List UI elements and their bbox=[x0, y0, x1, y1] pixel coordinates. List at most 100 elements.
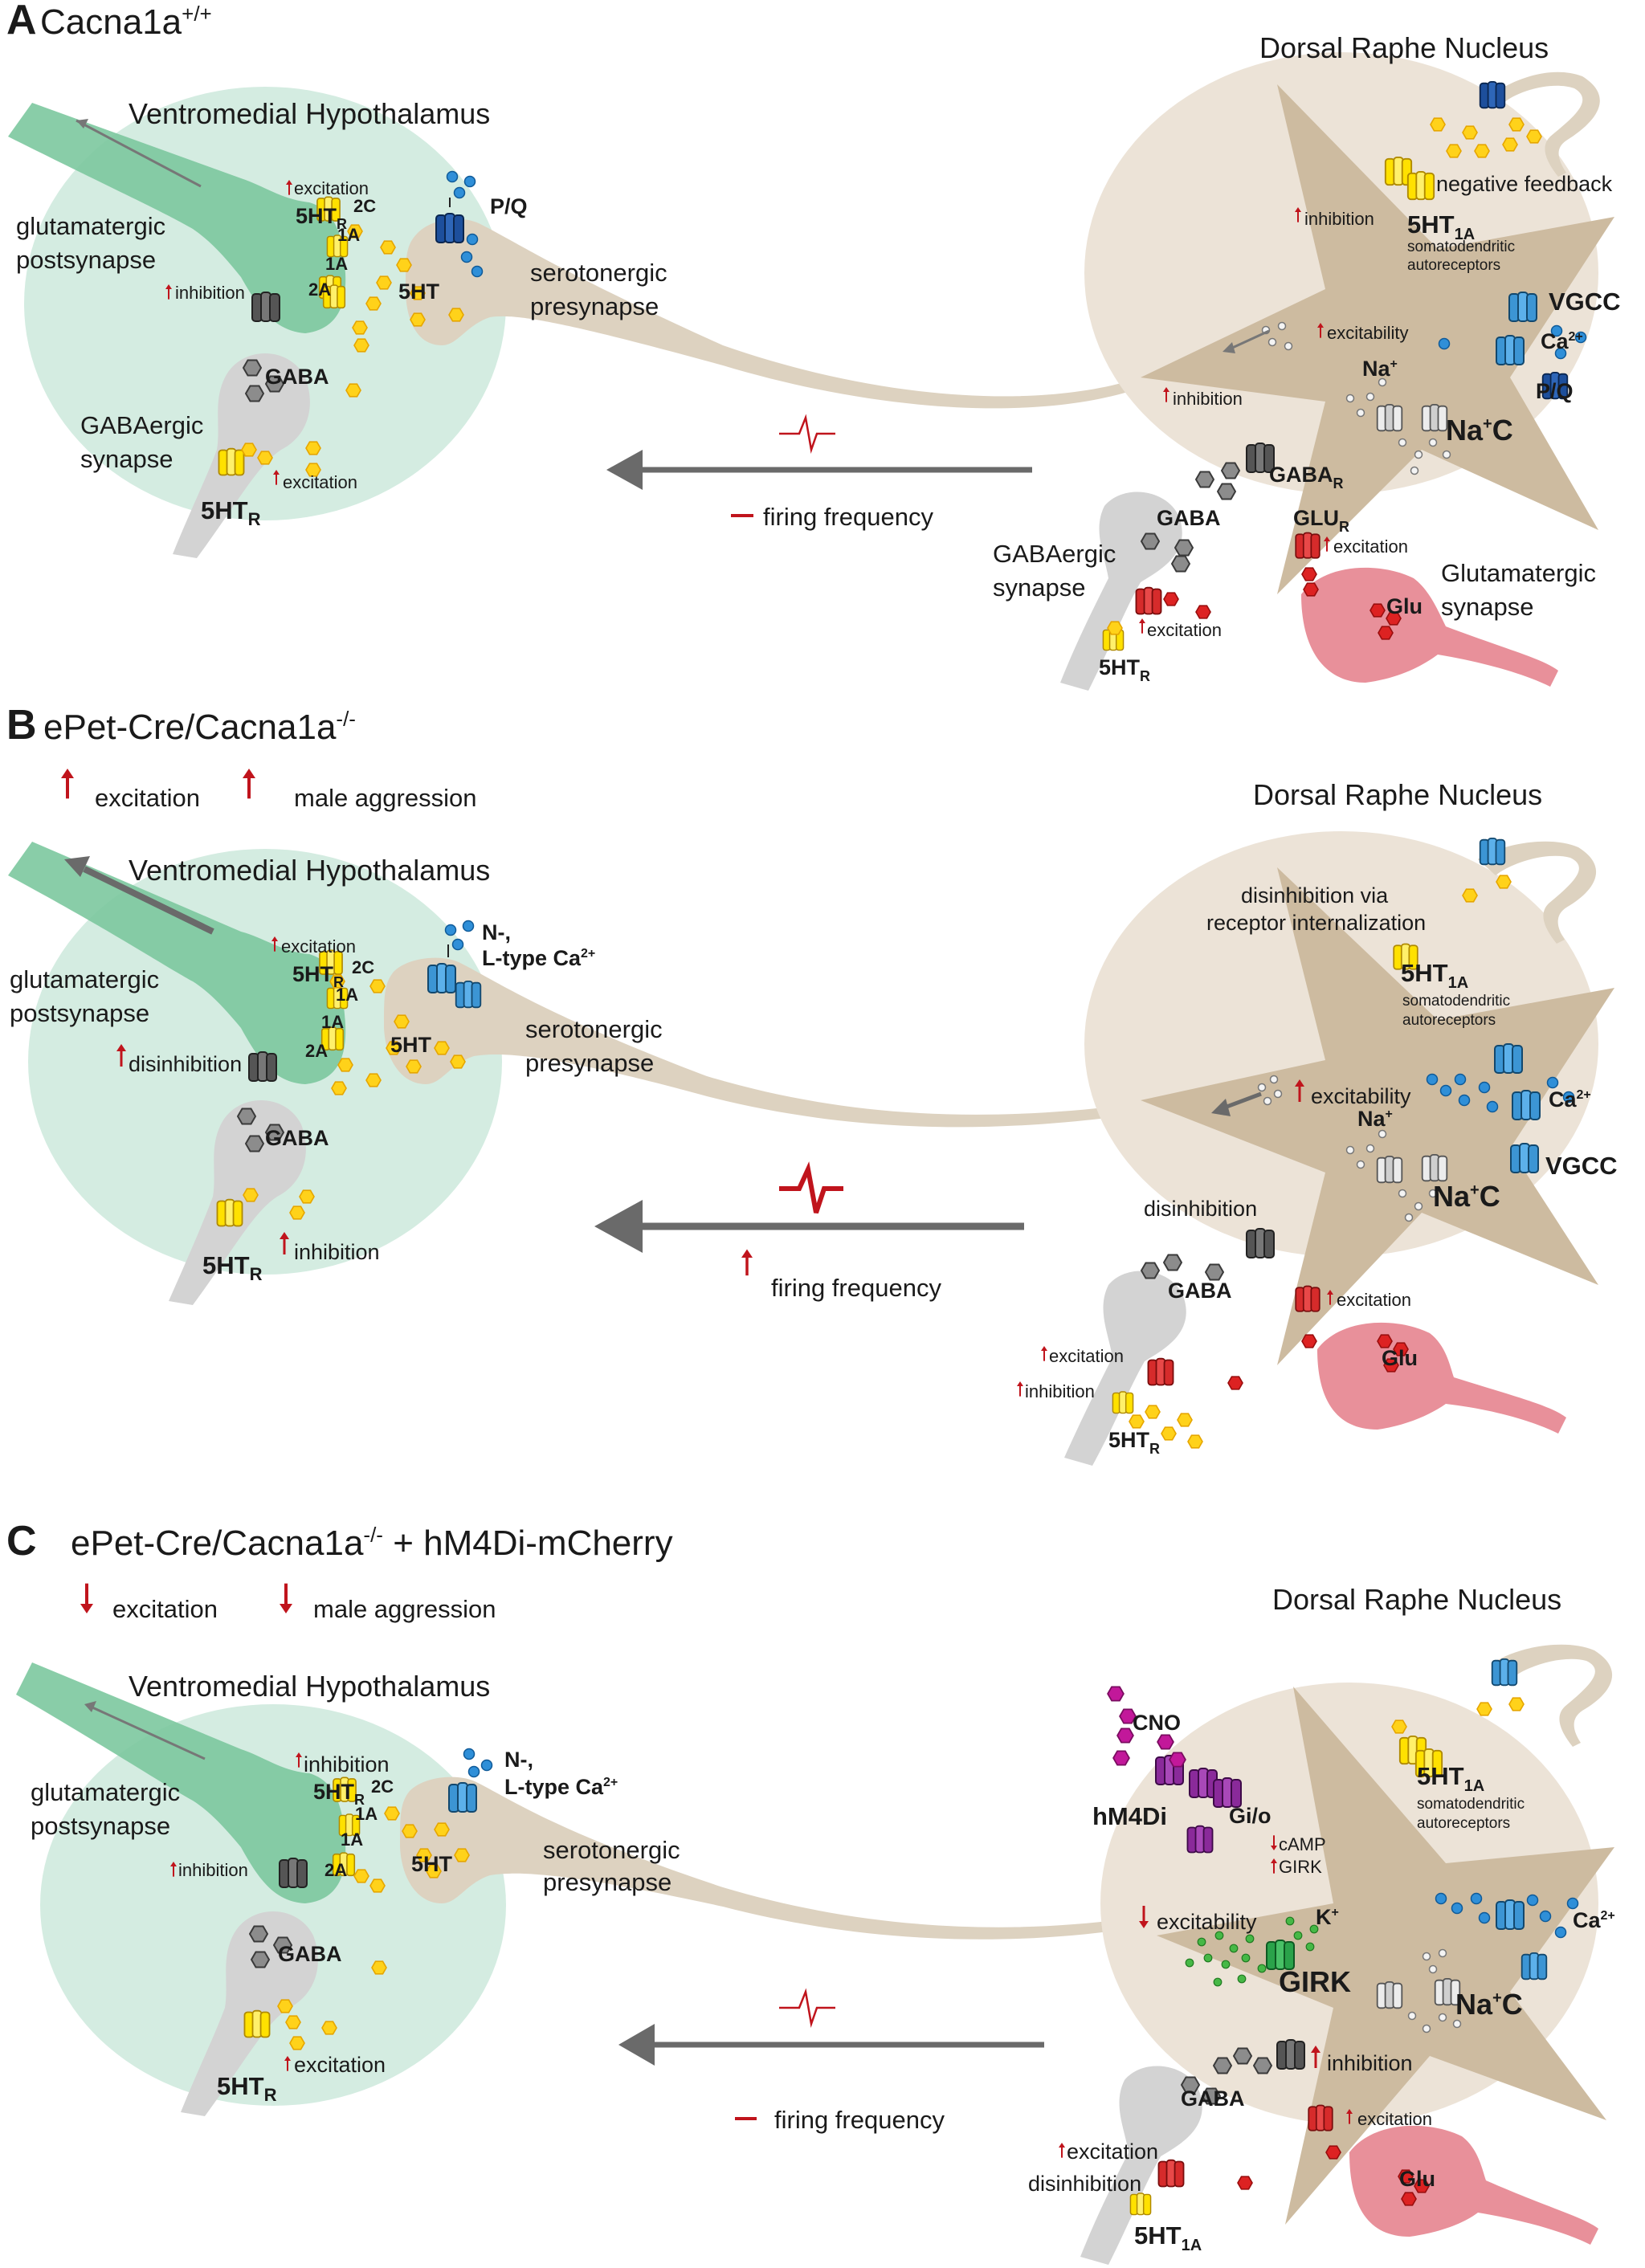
nl-label-b1: N-, bbox=[482, 920, 511, 944]
spike-small-c bbox=[779, 1988, 835, 2028]
firing-arrow-a bbox=[606, 414, 1032, 517]
ca-label-a: Ca2+ bbox=[1541, 329, 1583, 353]
sero-5ht-a: 5HT bbox=[398, 279, 440, 304]
ht1a-label-b: 5HT1A bbox=[1401, 959, 1468, 992]
panel-c: C ePet-Cre/Cacna1a-/- + hM4Di-mCherry ex… bbox=[6, 1518, 1615, 2265]
glut-syn-a2: synapse bbox=[1441, 593, 1533, 621]
nl-channel-b2 bbox=[455, 980, 482, 1009]
inhibition-mid-c: inhibition bbox=[1327, 2051, 1413, 2075]
firing-arrow-b bbox=[594, 1161, 1024, 1277]
camp-label-c: cAMP bbox=[1279, 1834, 1326, 1854]
ca-label-c: Ca2+ bbox=[1573, 1908, 1615, 1932]
vgcc-channel-b3 bbox=[1510, 1143, 1539, 1173]
down-arrow-head-c-1 bbox=[80, 1584, 93, 1613]
gaba-label-vmh-b: GABA bbox=[265, 1126, 329, 1150]
excitability-arrow-b bbox=[1222, 1091, 1262, 1111]
glu-receptor-drn-b bbox=[1295, 1285, 1320, 1312]
disinh-label-b1: disinhibition via bbox=[1241, 883, 1389, 908]
glut-post-label-a2: postsynapse bbox=[16, 246, 156, 274]
excitability-arrow-a bbox=[1228, 329, 1270, 351]
excitation-left-c: excitation bbox=[1067, 2140, 1158, 2164]
5htr-vmh-bottom-c bbox=[243, 2009, 271, 2038]
gaba-syn-label-a2: synapse bbox=[80, 445, 173, 473]
glut-post-label-b2: postsynapse bbox=[10, 999, 149, 1027]
inhibition-mid-a: inhibition bbox=[1173, 389, 1243, 409]
up-arrow-b-7 bbox=[1017, 1381, 1023, 1397]
5ht1a-drn-label-c: 5HT1A bbox=[1134, 2221, 1202, 2254]
gio-protein-c bbox=[1186, 1825, 1214, 1854]
hm4di-receptor-c3 bbox=[1212, 1776, 1243, 1809]
gaba-receptor-vmh-c bbox=[278, 1857, 308, 1889]
glutamatergic-neuron-a bbox=[8, 103, 346, 333]
sero-5ht-b: 5HT bbox=[390, 1033, 432, 1057]
excitability-b: excitability bbox=[1311, 1084, 1411, 1108]
somato-b2: autoreceptors bbox=[1402, 1012, 1496, 1029]
vgcc-channel-b bbox=[1494, 1043, 1523, 1074]
vgcc-label-b: VGCC bbox=[1545, 1152, 1618, 1180]
excitation-glu-c: excitation bbox=[1357, 2109, 1432, 2129]
nl-label-c1: N-, bbox=[504, 1748, 533, 1772]
excitability-arrow-head-a bbox=[1223, 342, 1235, 353]
sero-5ht-c: 5HT bbox=[411, 1852, 453, 1876]
gaba-label-vmh-c: GABA bbox=[278, 1942, 342, 1966]
excitability-arrow-head-b bbox=[1211, 1099, 1231, 1116]
gaba-cluster-drn-b bbox=[1141, 1254, 1224, 1281]
vmh-label-b: Ventromedial Hypothalamus bbox=[129, 854, 490, 887]
r2c-a: 2C bbox=[353, 196, 376, 216]
glut-syn-a1: Glutamatergic bbox=[1441, 559, 1596, 587]
na-channel-a bbox=[1376, 403, 1403, 432]
na-channel-b bbox=[1376, 1155, 1403, 1184]
r2a-a: 2A bbox=[308, 279, 331, 300]
r1a-a: 1A bbox=[337, 225, 360, 245]
vgcc-channel-c bbox=[1496, 1899, 1525, 1930]
drn-label-c: Dorsal Raphe Nucleus bbox=[1272, 1583, 1561, 1616]
vgcc-label-a: VGCC bbox=[1549, 288, 1621, 316]
5htr-bottom-b: 5HTR bbox=[202, 1251, 263, 1284]
disinh-mid-b: disinhibition bbox=[1144, 1197, 1257, 1221]
drn-collateral-c bbox=[1494, 1644, 1613, 1747]
nl-label-b2: L-type Ca2+ bbox=[482, 946, 595, 970]
inhibition-left-b: inhibition bbox=[1025, 1381, 1095, 1401]
r1a-c: 1A bbox=[355, 1804, 378, 1824]
somato-c2: autoreceptors bbox=[1417, 1815, 1510, 1832]
hm4di-label-c: hM4Di bbox=[1092, 1802, 1167, 1830]
glut-post-label-c2: postsynapse bbox=[31, 1812, 170, 1840]
glu-label-c: Glu bbox=[1399, 2167, 1435, 2191]
glu-receptor-drn-a bbox=[1295, 532, 1320, 559]
r1a-b-b: 1A bbox=[321, 1012, 344, 1032]
sero-pre-label-a1: serotonergic bbox=[530, 259, 667, 287]
firing-label-b: firing frequency bbox=[771, 1274, 941, 1302]
backprop-arrow-head-a bbox=[76, 119, 88, 128]
backprop-arrow-b bbox=[83, 866, 214, 935]
girk-small-label-c: GIRK bbox=[1279, 1857, 1322, 1877]
drn-serotonergic-neuron-a bbox=[1141, 84, 1614, 594]
panel-a: A Cacna1a+/+ Ventromedial Hypothalamus g… bbox=[6, 0, 1621, 691]
nl-channel-b bbox=[427, 963, 456, 993]
5htr-drn-label-b: 5HTR bbox=[1108, 1428, 1160, 1457]
disinhibition-b: disinhibition bbox=[129, 1052, 242, 1076]
autoreceptor-5ht1a-a2 bbox=[1406, 170, 1435, 201]
nac-label-b: Na+C bbox=[1433, 1180, 1500, 1213]
k-label-c: K+ bbox=[1316, 1905, 1339, 1929]
r2a-c: 2A bbox=[325, 1860, 347, 1880]
calcium-cluster-vmh-c bbox=[463, 1748, 493, 1778]
na-channel-a2 bbox=[1421, 403, 1448, 432]
serotonergic-terminal-a bbox=[406, 218, 1143, 409]
glu-receptor-drn-c bbox=[1308, 2104, 1333, 2131]
glu-receptor-left-b bbox=[1147, 1357, 1174, 1386]
gaba-r-label-a: GABAR bbox=[1269, 463, 1344, 492]
inhibition-left-a: inhibition bbox=[175, 283, 245, 303]
drn-serotonergic-neuron-c bbox=[1157, 1687, 1614, 2225]
autoreceptor-top-b bbox=[1479, 837, 1506, 866]
excitation-head-c: excitation bbox=[112, 1595, 218, 1623]
gaba-receptor-vmh-b bbox=[247, 1050, 278, 1083]
drn-collateral-b bbox=[1478, 841, 1597, 944]
na-label-b: Na+ bbox=[1357, 1107, 1393, 1131]
hm4di-receptor-c2 bbox=[1188, 1767, 1218, 1799]
vmh-label-a: Ventromedial Hypothalamus bbox=[129, 97, 490, 130]
gaba-syn-drn-a1: GABAergic bbox=[993, 540, 1116, 568]
backprop-arrow-head-b bbox=[64, 856, 90, 877]
5htr-label-a: 5HTR bbox=[296, 204, 347, 232]
somato-a2: autoreceptors bbox=[1407, 257, 1500, 274]
